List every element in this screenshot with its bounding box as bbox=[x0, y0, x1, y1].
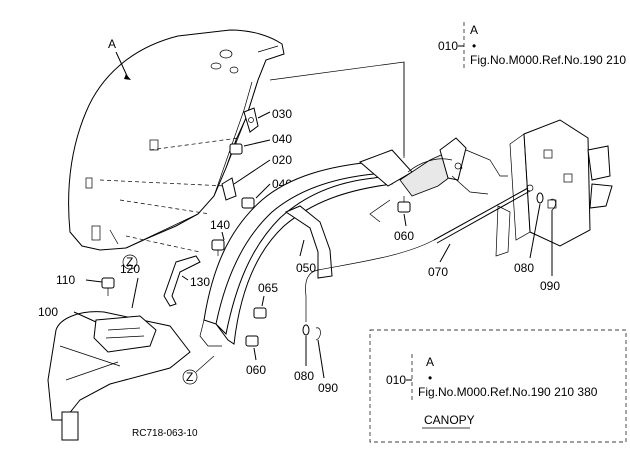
part-110: 110 bbox=[56, 273, 75, 287]
part-090-lower: 090 bbox=[318, 381, 338, 395]
part-100: 100 bbox=[38, 305, 58, 319]
pin-090-lower bbox=[315, 327, 321, 341]
mounting-plate bbox=[495, 119, 613, 257]
reference-note-box: 010 A • Fig.No.M000.Ref.No.190 210 380 C… bbox=[369, 329, 627, 443]
part-020: 020 bbox=[272, 153, 292, 167]
note-box-letter: A bbox=[426, 355, 434, 369]
bolt-040-upper bbox=[229, 140, 243, 155]
part-140: 140 bbox=[210, 218, 230, 232]
handle-100 bbox=[93, 315, 157, 353]
step-plate bbox=[47, 311, 191, 441]
pin-090-upper bbox=[549, 198, 556, 211]
bolt-065 bbox=[253, 307, 267, 319]
bolt-060-lower bbox=[245, 335, 259, 347]
washer-080-upper bbox=[536, 192, 544, 204]
part-030: 030 bbox=[272, 107, 292, 121]
rod-070 bbox=[433, 184, 534, 244]
bracket-030 bbox=[243, 107, 259, 133]
figure-code: RC718-063-10 bbox=[132, 428, 198, 439]
reference-note-top: 010 A • Fig.No.M000.Ref.No.190 210 bbox=[438, 22, 626, 68]
part-040-upper: 040 bbox=[272, 132, 292, 146]
bracket-020 bbox=[221, 177, 237, 201]
note-box-dot: • bbox=[428, 371, 432, 385]
part-060-lower: 060 bbox=[246, 363, 266, 377]
right-linkage bbox=[399, 137, 508, 197]
part-070: 070 bbox=[428, 265, 448, 279]
note-top-ref: Fig.No.M000.Ref.No.190 210 bbox=[470, 53, 626, 67]
marker-z-bottom: Z bbox=[186, 370, 193, 384]
part-090-upper: 090 bbox=[540, 279, 560, 293]
note-top-dot: • bbox=[472, 39, 476, 53]
note-top-letter: A bbox=[470, 23, 478, 37]
frame-050 bbox=[199, 149, 413, 347]
part-050: 050 bbox=[296, 261, 316, 275]
note-top-qty: 010 bbox=[438, 39, 458, 53]
part-080-lower: 080 bbox=[294, 369, 314, 383]
marker-z-top: Z bbox=[126, 255, 133, 269]
bolt-040-lower bbox=[241, 197, 255, 209]
marker-a-main: A bbox=[108, 37, 116, 51]
washer-080-lower bbox=[302, 324, 310, 336]
part-120: 120 bbox=[120, 262, 140, 276]
part-065: 065 bbox=[258, 281, 278, 295]
note-box-ref: Fig.No.M000.Ref.No.190 210 380 bbox=[418, 385, 598, 399]
part-060-upper: 060 bbox=[394, 229, 414, 243]
bolt-140 bbox=[211, 239, 225, 256]
note-box-qty: 010 bbox=[386, 373, 406, 387]
note-box-title: CANOPY bbox=[424, 413, 475, 427]
bolt-060-upper bbox=[397, 196, 411, 213]
bolt-110 bbox=[101, 277, 115, 296]
lever-130 bbox=[163, 255, 201, 307]
part-130: 130 bbox=[190, 275, 210, 289]
part-080-upper: 080 bbox=[514, 261, 534, 275]
